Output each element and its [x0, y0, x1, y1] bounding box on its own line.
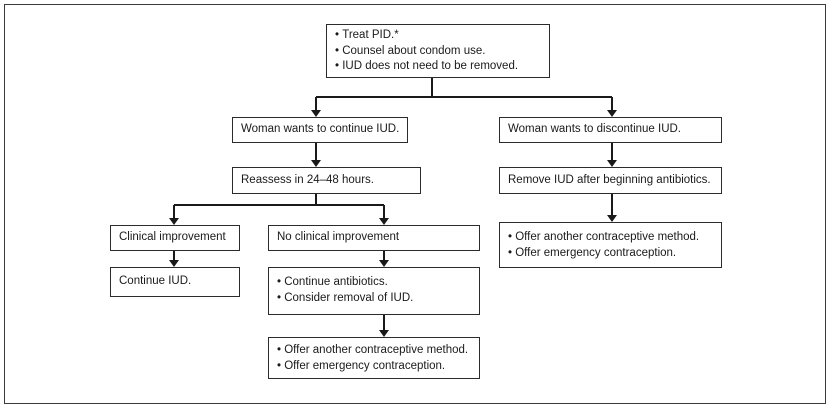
offer-emergency-right-text: Offer emergency contraception. — [508, 246, 713, 262]
arrow-to-no-clinical — [379, 218, 389, 225]
box-reassess: Reassess in 24–48 hours. — [232, 167, 421, 194]
arrow-to-continue — [311, 110, 321, 117]
box-no-clinical-improvement: No clinical improvement — [268, 225, 480, 251]
continue-iud-result-text: Continue IUD. — [119, 275, 192, 288]
offer-method-left-text: Offer another contraceptive method. — [277, 343, 471, 359]
continue-antibiotics-text: Continue antibiotics. — [277, 275, 471, 291]
arrow-to-clinical — [169, 218, 179, 225]
box-offer-right: Offer another contraceptive method. Offe… — [499, 222, 722, 268]
box-remove-iud: Remove IUD after beginning antibiotics. — [499, 167, 722, 194]
no-clinical-improvement-text: No clinical improvement — [277, 231, 400, 244]
consider-removal-text: Consider removal of IUD. — [277, 291, 471, 307]
continue-iud-text: Woman wants to continue IUD. — [241, 123, 400, 136]
box-continue-iud-result: Continue IUD. — [110, 267, 240, 297]
reassess-text: Reassess in 24–48 hours. — [241, 173, 374, 186]
discontinue-iud-text: Woman wants to discontinue IUD. — [508, 123, 682, 136]
treat-pid-text: Treat PID.* — [335, 28, 541, 44]
remove-iud-text: Remove IUD after beginning antibiotics. — [508, 173, 711, 186]
offer-method-right-text: Offer another contraceptive method. — [508, 230, 713, 246]
clinical-improvement-text: Clinical improvement — [119, 231, 226, 244]
box-treat-pid: Treat PID.* Counsel about condom use. IU… — [326, 24, 550, 78]
arrow-to-offer-right — [607, 215, 617, 222]
box-continue-iud: Woman wants to continue IUD. — [232, 117, 408, 143]
box-offer-left: Offer another contraceptive method. Offe… — [268, 337, 480, 379]
arrow-to-actions — [379, 260, 389, 267]
iud-not-removed-text: IUD does not need to be removed. — [335, 59, 541, 75]
arrow-to-remove — [607, 160, 617, 167]
offer-emergency-left-text: Offer emergency contraception. — [277, 359, 471, 375]
box-clinical-improvement: Clinical improvement — [110, 225, 240, 251]
box-no-improvement-actions: Continue antibiotics. Consider removal o… — [268, 267, 480, 315]
arrow-to-continue-iud — [169, 260, 179, 267]
arrow-to-offer-left — [379, 330, 389, 337]
arrow-to-discontinue — [607, 110, 617, 117]
diagram-frame — [4, 4, 826, 404]
arrow-to-reassess — [311, 160, 321, 167]
counsel-condom-text: Counsel about condom use. — [335, 44, 541, 60]
box-discontinue-iud: Woman wants to discontinue IUD. — [499, 117, 722, 143]
